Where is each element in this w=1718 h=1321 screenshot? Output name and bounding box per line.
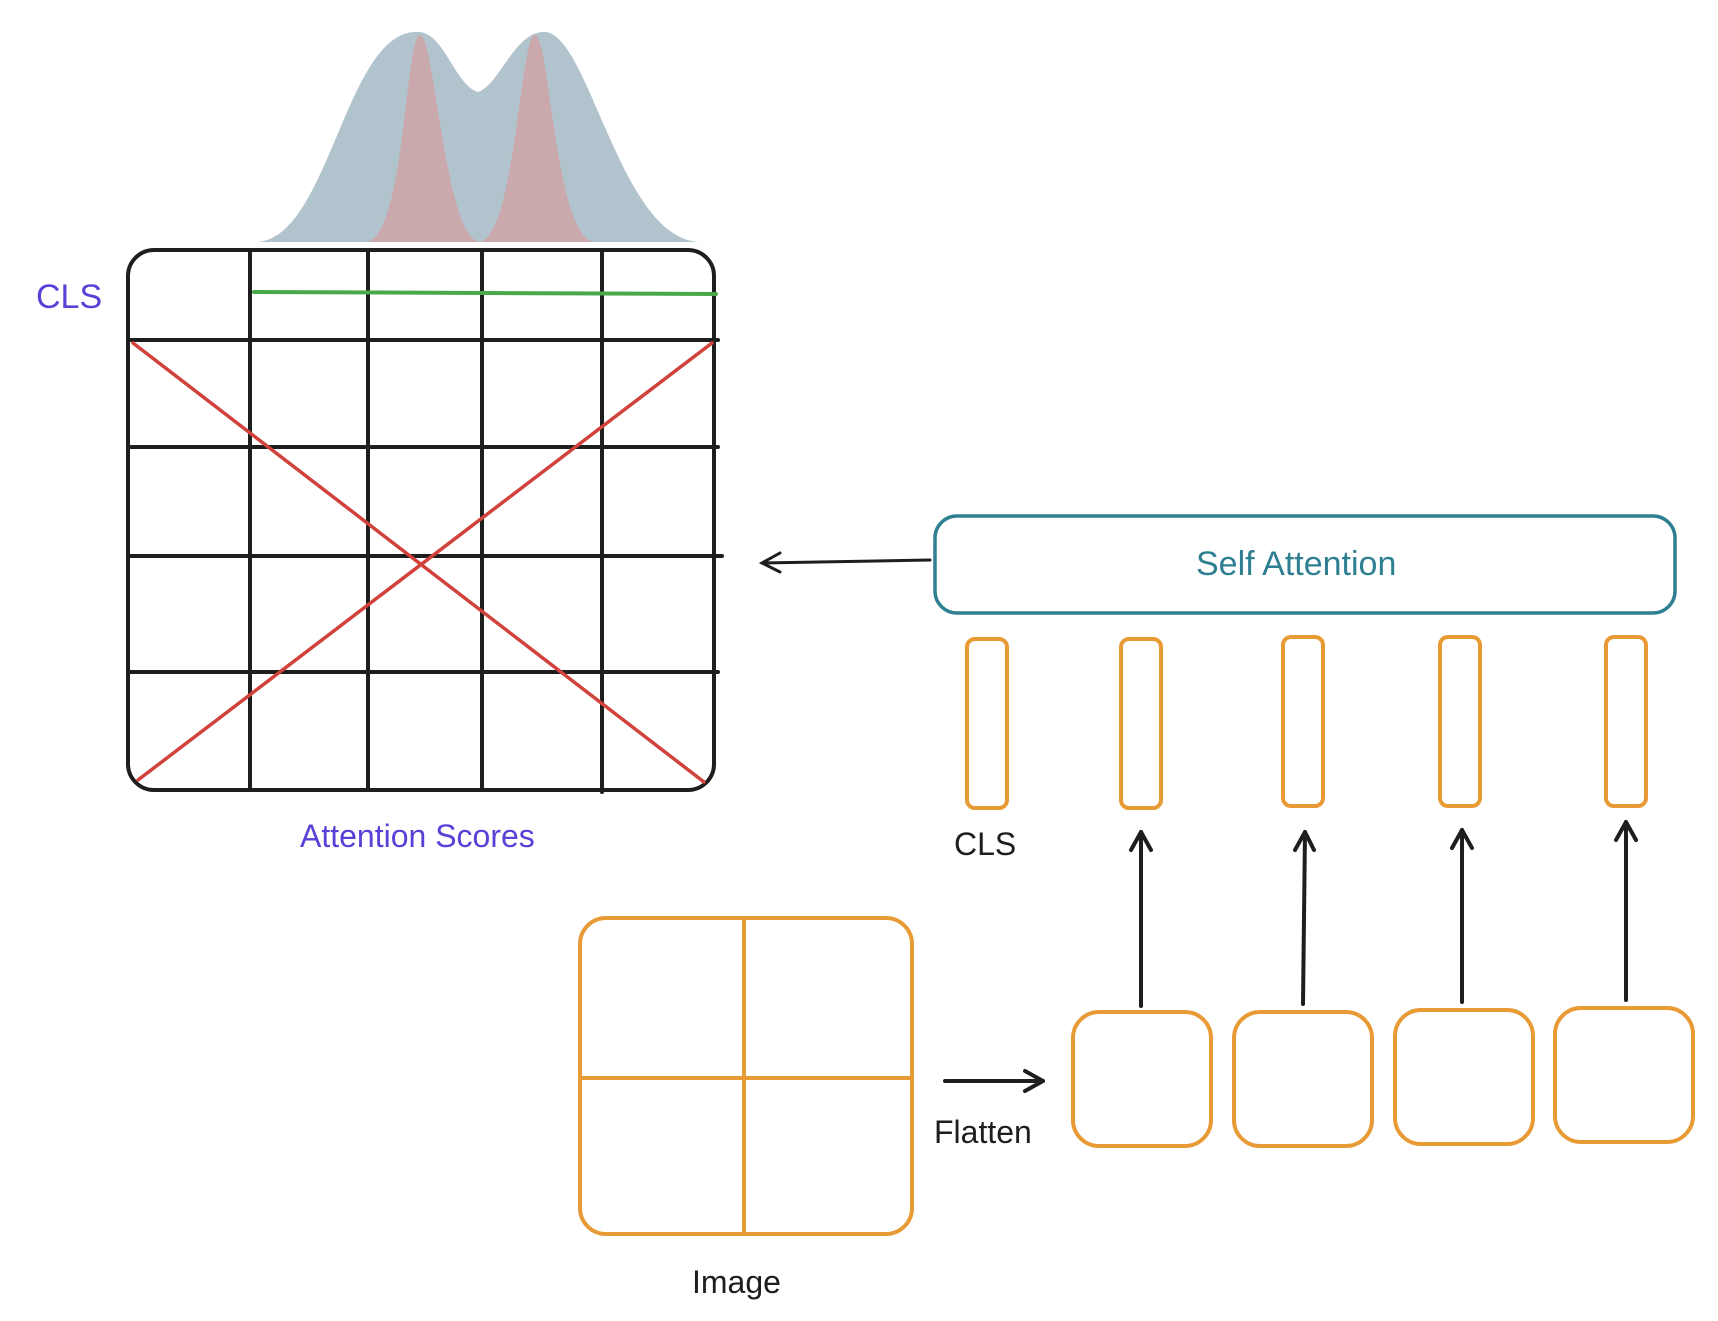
flatten-label: Flatten xyxy=(934,1114,1032,1150)
patch-box xyxy=(1071,1010,1213,1148)
attention-scores-grid xyxy=(126,248,724,794)
cls-row-highlight xyxy=(252,290,718,296)
embedding-arrows xyxy=(1129,820,1638,1008)
up-arrow xyxy=(1614,820,1638,1002)
token-vectors xyxy=(965,635,1648,810)
output-arrow xyxy=(758,551,932,574)
cross-line xyxy=(131,341,706,784)
cls-token-vector xyxy=(965,637,1009,810)
flattened-patches xyxy=(1071,1006,1695,1148)
image-label: Image xyxy=(692,1264,781,1300)
token-vector xyxy=(1604,635,1648,808)
flatten-arrow xyxy=(943,1069,1045,1093)
self-attention-label: Self Attention xyxy=(1196,545,1397,583)
patch-box xyxy=(1553,1006,1695,1144)
token-vector xyxy=(1281,635,1325,808)
cross-out-mark xyxy=(131,341,714,784)
cross-line xyxy=(136,341,714,782)
up-arrow xyxy=(1129,830,1153,1008)
grid-border xyxy=(126,248,716,792)
up-arrow xyxy=(1450,828,1474,1004)
token-vector xyxy=(1438,635,1482,808)
narrow-peak-right xyxy=(478,35,595,242)
image-grid xyxy=(578,916,914,1236)
patch-box xyxy=(1393,1008,1535,1146)
attention-scores-label: Attention Scores xyxy=(300,818,535,854)
narrow-peak-left xyxy=(365,35,480,242)
wide-distribution-curve xyxy=(255,31,700,242)
up-arrow xyxy=(1293,830,1316,1006)
cls-grid-label: CLS xyxy=(36,278,103,316)
token-vector xyxy=(1119,637,1163,810)
self-attention-box xyxy=(933,514,1677,615)
patch-box xyxy=(1232,1010,1374,1148)
cls-token-label: CLS xyxy=(954,826,1017,862)
image-border xyxy=(578,916,914,1236)
attention-distribution xyxy=(255,31,700,242)
